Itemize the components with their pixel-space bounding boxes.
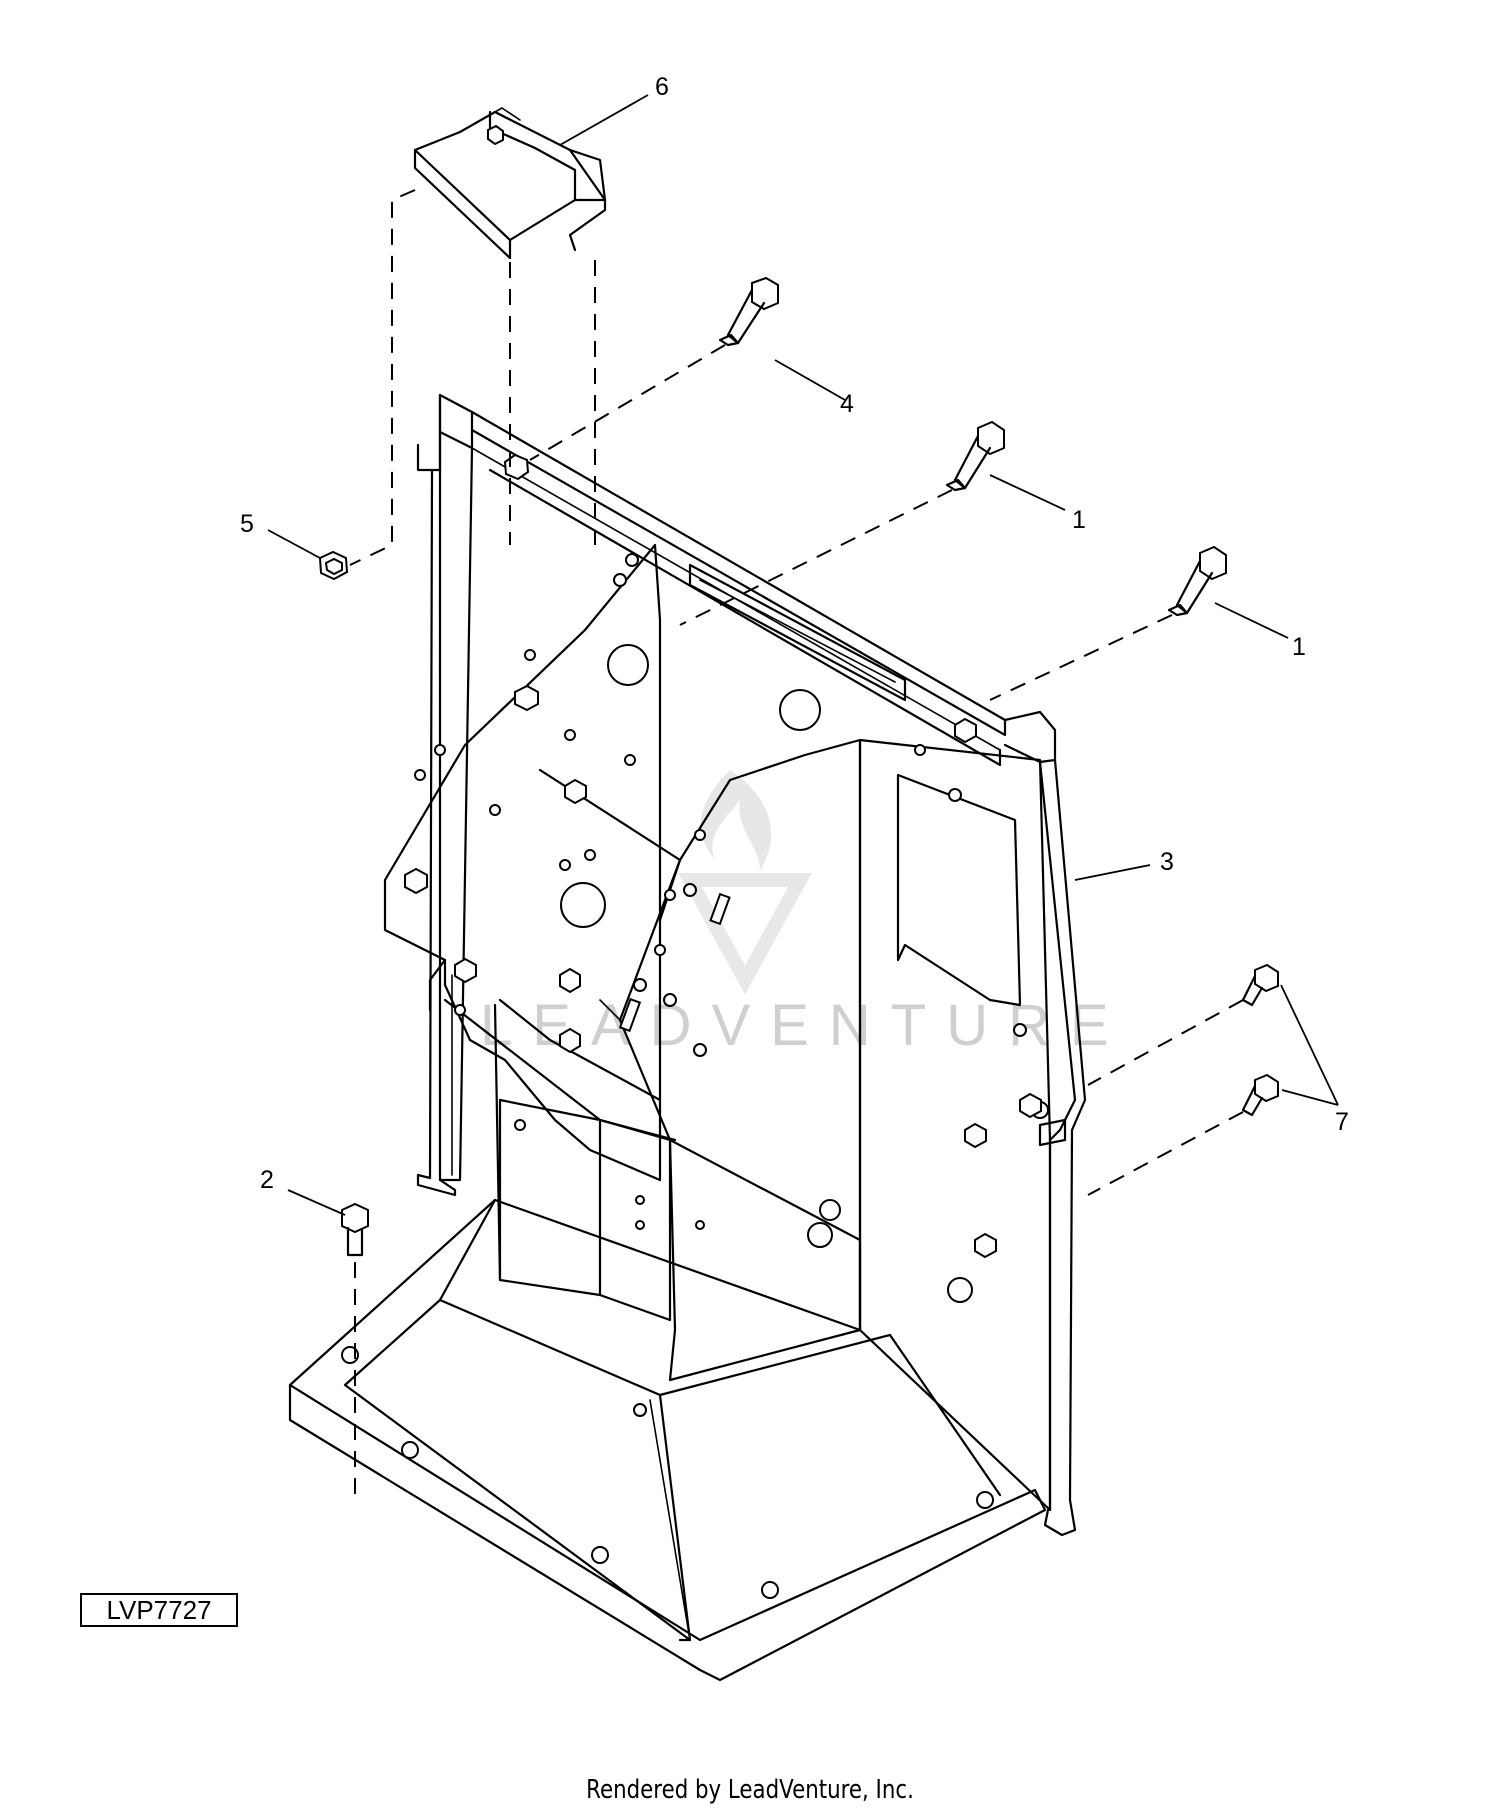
bolt-part-4 xyxy=(718,276,779,347)
bracket-part-6 xyxy=(413,107,607,260)
callout-7: 7 xyxy=(1335,1108,1349,1136)
watermark-text: LEADVENTURE xyxy=(480,993,1129,1058)
callout-4: 4 xyxy=(840,390,854,418)
callout-5: 5 xyxy=(240,510,254,538)
callout-3: 3 xyxy=(1160,848,1174,876)
drawing-id-label: LVP7727 xyxy=(80,1593,238,1627)
assembled-nuts xyxy=(404,453,1042,1259)
callout-2: 2 xyxy=(260,1166,274,1194)
screws-part-7 xyxy=(1241,963,1279,1117)
main-frame-part-3 xyxy=(288,393,1087,1682)
bolt-part-2 xyxy=(341,1202,369,1257)
bolt-part-1-lower xyxy=(1167,545,1227,617)
callout-1-lower: 1 xyxy=(1292,633,1306,661)
watermark-logo-icon xyxy=(678,770,812,995)
callout-leaders xyxy=(267,94,1339,1216)
mounting-holes xyxy=(341,553,1049,1599)
bolt-part-1-upper xyxy=(945,420,1005,492)
assembly-lines xyxy=(349,189,1244,1500)
callout-1-upper: 1 xyxy=(1072,506,1086,534)
nut-part-5 xyxy=(318,550,349,581)
footer-credit: Rendered by LeadVenture, Inc. xyxy=(586,1775,914,1805)
callout-6: 6 xyxy=(655,73,669,101)
